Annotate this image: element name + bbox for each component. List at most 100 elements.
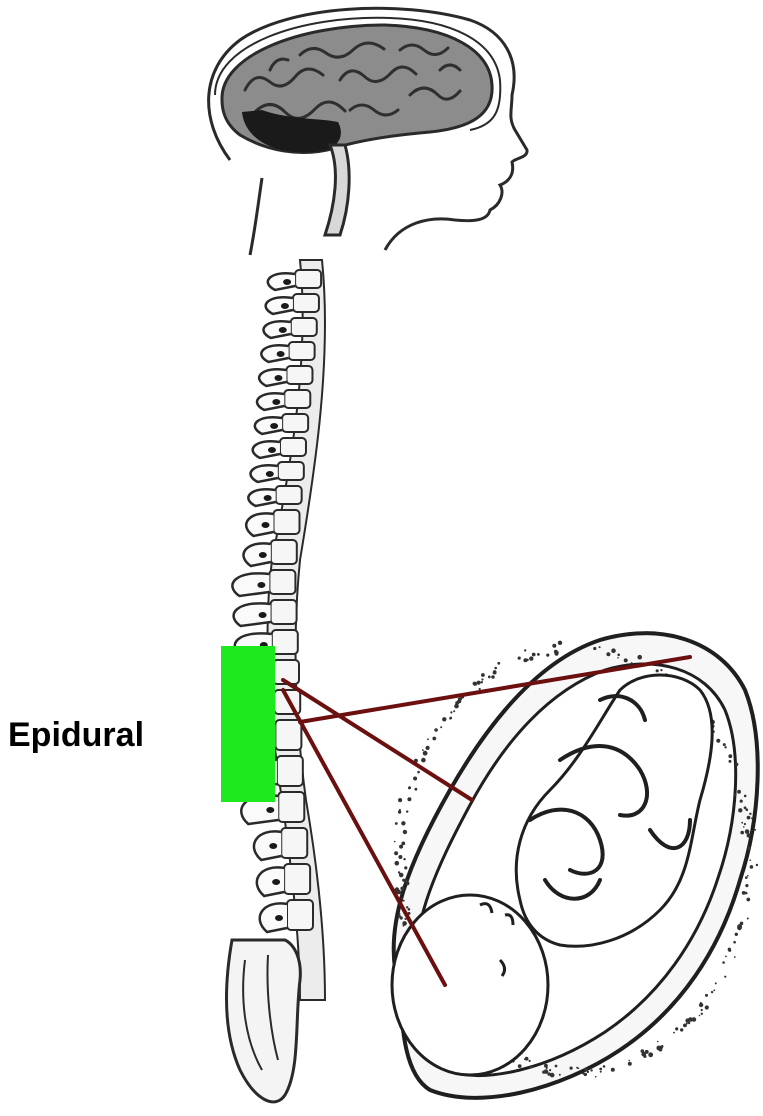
stipple-dot bbox=[617, 657, 619, 659]
stipple-dot bbox=[724, 976, 726, 978]
stipple-dot bbox=[747, 875, 749, 877]
stipple-dot bbox=[479, 688, 481, 690]
stipple-dot bbox=[401, 821, 405, 825]
foramen bbox=[275, 915, 283, 921]
stipple-dot bbox=[427, 738, 429, 740]
stipple-dot bbox=[595, 1076, 597, 1078]
stipple-dot bbox=[754, 829, 756, 831]
vertebra bbox=[284, 864, 310, 894]
stipple-dot bbox=[423, 751, 428, 756]
fetal-head bbox=[392, 895, 548, 1075]
stipple-dot bbox=[735, 933, 738, 936]
stipple-dot bbox=[724, 746, 726, 748]
stipple-dot bbox=[404, 866, 407, 869]
stipple-dot bbox=[686, 1023, 688, 1025]
stipple-dot bbox=[743, 826, 745, 828]
stipple-dot bbox=[713, 989, 715, 991]
vertebra bbox=[275, 720, 301, 750]
stipple-dot bbox=[549, 1069, 551, 1071]
stipple-dot bbox=[740, 831, 744, 835]
stipple-dot bbox=[722, 961, 725, 964]
stipple-dot bbox=[398, 798, 402, 802]
stipple-dot bbox=[570, 1067, 573, 1070]
stipple-dot bbox=[745, 884, 748, 887]
vertebra bbox=[277, 756, 303, 786]
vertebra bbox=[271, 540, 297, 564]
stipple-dot bbox=[723, 743, 726, 746]
stipple-dot bbox=[600, 1071, 602, 1073]
stipple-dot bbox=[542, 1071, 545, 1074]
brainstem bbox=[325, 145, 349, 235]
stipple-dot bbox=[688, 1017, 693, 1022]
stipple-dot bbox=[750, 865, 754, 869]
stipple-dot bbox=[711, 991, 713, 993]
foramen bbox=[277, 351, 285, 357]
stipple-dot bbox=[637, 655, 642, 660]
stipple-dot bbox=[737, 924, 742, 929]
stipple-dot bbox=[408, 908, 411, 911]
vertebra bbox=[289, 342, 315, 360]
stipple-dot bbox=[497, 662, 500, 665]
stipple-dot bbox=[559, 1074, 561, 1076]
foramen bbox=[281, 303, 289, 309]
stipple-dot bbox=[488, 676, 491, 679]
stipple-dot bbox=[617, 654, 620, 657]
stipple-dot bbox=[406, 906, 408, 908]
stipple-dot bbox=[440, 726, 442, 728]
stipple-dot bbox=[599, 646, 601, 648]
stipple-dot bbox=[716, 739, 720, 743]
stipple-dot bbox=[525, 1057, 529, 1061]
stipple-dot bbox=[550, 1073, 552, 1075]
stipple-dot bbox=[584, 1068, 588, 1072]
stipple-dot bbox=[400, 887, 404, 891]
stipple-dot bbox=[705, 994, 708, 997]
stipple-dot bbox=[733, 941, 736, 944]
foramen bbox=[269, 843, 277, 849]
stipple-dot bbox=[401, 897, 403, 899]
stipple-dot bbox=[643, 1055, 646, 1058]
stipple-dot bbox=[394, 841, 396, 843]
stipple-dot bbox=[529, 1060, 531, 1062]
foramen bbox=[262, 522, 270, 528]
stipple-dot bbox=[740, 800, 743, 803]
stipple-dot bbox=[657, 1041, 659, 1043]
stipple-dot bbox=[530, 1065, 533, 1068]
stipple-dot bbox=[532, 653, 536, 657]
stipple-dot bbox=[399, 913, 401, 915]
stipple-dot bbox=[746, 898, 750, 902]
stipple-dot bbox=[558, 641, 562, 645]
stipple-dot bbox=[593, 647, 596, 650]
stipple-dot bbox=[734, 956, 736, 958]
foramen bbox=[283, 279, 291, 285]
stipple-dot bbox=[705, 1005, 709, 1009]
stipple-dot bbox=[398, 810, 401, 813]
stipple-dot bbox=[751, 817, 753, 819]
vertebra bbox=[280, 438, 306, 456]
sacrum bbox=[227, 940, 301, 1102]
stipple-dot bbox=[599, 1068, 602, 1071]
stipple-dot bbox=[611, 648, 616, 653]
stipple-dot bbox=[529, 656, 533, 660]
stipple-dot bbox=[449, 717, 451, 719]
stipple-dot bbox=[481, 673, 485, 677]
stipple-dot bbox=[701, 1009, 703, 1011]
stipple-dot bbox=[477, 681, 481, 685]
uterus-with-fetus-icon bbox=[392, 633, 758, 1098]
stipple-dot bbox=[744, 823, 746, 825]
stipple-dot bbox=[432, 737, 436, 741]
stipple-dot bbox=[611, 1068, 615, 1072]
stipple-dot bbox=[395, 861, 400, 866]
stipple-dot bbox=[523, 658, 527, 662]
stipple-dot bbox=[518, 657, 521, 660]
foramen bbox=[264, 495, 272, 501]
stipple-dot bbox=[417, 771, 420, 774]
stipple-dot bbox=[401, 842, 405, 846]
vertebra bbox=[293, 294, 319, 312]
stipple-dot bbox=[628, 1062, 632, 1066]
stipple-dot bbox=[537, 653, 540, 656]
stipple-dot bbox=[399, 845, 403, 849]
stipple-dot bbox=[403, 925, 405, 927]
stipple-dot bbox=[555, 1065, 558, 1068]
stipple-dot bbox=[578, 1068, 580, 1070]
